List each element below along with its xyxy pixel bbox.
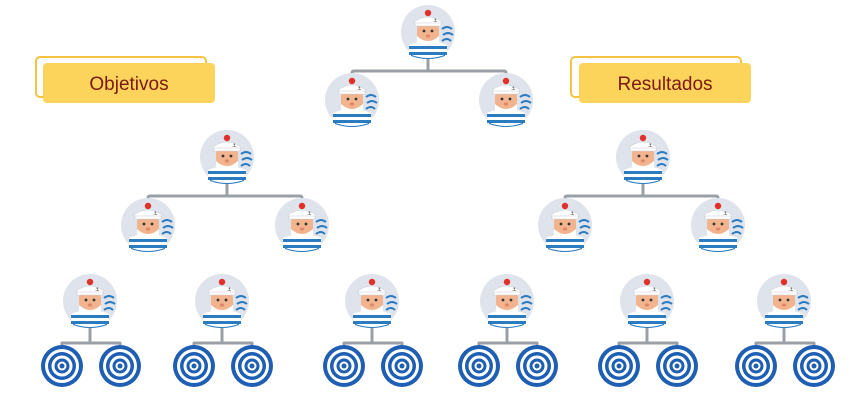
- sailor-avatar-icon: [194, 273, 250, 329]
- target-icon: [598, 345, 640, 387]
- target-icon: [516, 345, 558, 387]
- sailor-avatar-icon: [400, 4, 456, 60]
- sailor-avatar-icon: [478, 72, 534, 128]
- target-icon: [656, 345, 698, 387]
- target-icon: [458, 345, 500, 387]
- connector-right-tree: [563, 182, 720, 222]
- target-icon: [99, 345, 141, 387]
- sailor-avatar-icon: [344, 273, 400, 329]
- sailor-avatar-icon: [479, 273, 535, 329]
- sailor-avatar-icon: [120, 197, 176, 253]
- label-objetivos-text: Objetivos: [89, 74, 168, 95]
- connector-left-tree: [146, 182, 304, 222]
- target-icon: [735, 345, 777, 387]
- sailor-avatar-icon: [274, 197, 330, 253]
- sailor-avatar-icon: [324, 72, 380, 128]
- sailor-avatar-icon: [537, 197, 593, 253]
- connector-root: [350, 57, 508, 97]
- sailor-avatar-icon: [756, 273, 812, 329]
- target-icon: [793, 345, 835, 387]
- target-icon: [381, 345, 423, 387]
- sailor-avatar-icon: [619, 273, 675, 329]
- sailor-avatar-icon: [690, 197, 746, 253]
- sailor-avatar-icon: [62, 273, 118, 329]
- label-resultados-text: Resultados: [617, 74, 712, 95]
- sailor-avatar-icon: [199, 129, 255, 185]
- label-objetivos: Objetivos: [35, 56, 215, 103]
- target-icon: [323, 345, 365, 387]
- target-icon: [173, 345, 215, 387]
- target-icon: [231, 345, 273, 387]
- target-icon: [41, 345, 83, 387]
- sailor-avatar-icon: [615, 129, 671, 185]
- label-resultados: Resultados: [570, 56, 751, 103]
